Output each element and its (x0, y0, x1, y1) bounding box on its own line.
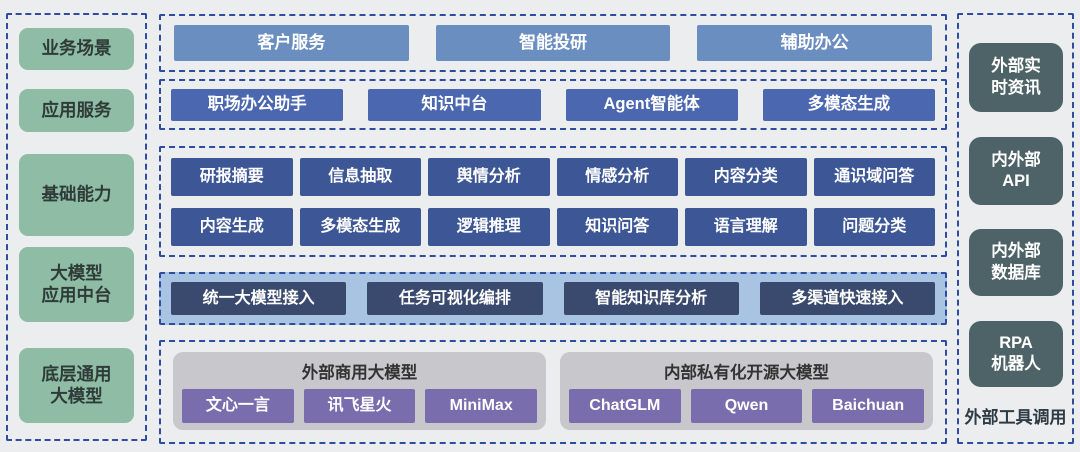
platform-box-smart-knowledge-analysis: 智能知识库分析 (563, 282, 739, 315)
left-layer-column: 业务场景 应用服务 基础能力 大模型 应用中台 底层通用 大模型 (6, 13, 147, 441)
external-tools-label: 外部工具调用 (964, 408, 1067, 427)
scenario-box-customer-service: 客户服务 (174, 25, 409, 61)
capability-row-1: 研报摘要 信息抽取 舆情分析 情感分析 内容分类 通识域问答 (171, 157, 935, 196)
tool-box-internal-external-api: 内外部 API (969, 137, 1063, 205)
section-foundation-models: 外部商用大模型 文心一言 讯飞星火 MiniMax 内部私有化开源大模型 Cha… (159, 340, 947, 444)
capability-box-language-understanding: 语言理解 (685, 207, 807, 246)
model-row: ChatGLM Qwen Baichuan (569, 389, 925, 423)
section-application-services: 职场办公助手 知识中台 Agent智能体 多模态生成 (159, 79, 947, 130)
capability-box-sentiment-analysis: 情感分析 (556, 157, 678, 196)
capability-box-content-classification: 内容分类 (685, 157, 807, 196)
capability-box-knowledge-qa: 知识问答 (556, 207, 678, 246)
right-tools-column: 外部实 时资讯 内外部 API 内外部 数据库 RPA 机器人 外部工具调用 (957, 13, 1074, 444)
model-row: 文心一言 讯飞星火 MiniMax (182, 389, 538, 423)
service-box-workplace-assistant: 职场办公助手 (171, 88, 344, 121)
tool-box-internal-external-database: 内外部 数据库 (969, 229, 1063, 296)
tool-box-external-realtime-news: 外部实 时资讯 (969, 43, 1063, 112)
platform-box-unified-model-access: 统一大模型接入 (171, 282, 347, 315)
capability-box-logical-reasoning: 逻辑推理 (428, 207, 550, 246)
layer-basic-capabilities: 基础能力 (19, 154, 134, 236)
capability-box-multimodal-generation: 多模态生成 (299, 207, 421, 246)
section-basic-capabilities: 研报摘要 信息抽取 舆情分析 情感分析 内容分类 通识域问答 内容生成 多模态生… (159, 146, 947, 257)
model-group-title: 外部商用大模型 (301, 363, 418, 382)
model-group-internal-opensource: 内部私有化开源大模型 ChatGLM Qwen Baichuan (560, 352, 933, 430)
section-llm-middle-platform: 统一大模型接入 任务可视化编排 智能知识库分析 多渠道快速接入 (159, 272, 947, 325)
capability-box-info-extraction: 信息抽取 (299, 157, 421, 196)
capability-row-2: 内容生成 多模态生成 逻辑推理 知识问答 语言理解 问题分类 (171, 207, 935, 246)
layer-business-scenarios: 业务场景 (19, 28, 134, 70)
model-group-external-commercial: 外部商用大模型 文心一言 讯飞星火 MiniMax (173, 352, 546, 430)
model-box-baichuan: Baichuan (812, 389, 925, 423)
platform-box-multichannel-access: 多渠道快速接入 (759, 282, 935, 315)
tool-box-rpa-robot: RPA 机器人 (969, 321, 1063, 387)
service-box-agent: Agent智能体 (565, 88, 738, 121)
scenario-box-office-assist: 辅助办公 (697, 25, 933, 61)
main-area: 客户服务 智能投研 辅助办公 职场办公助手 知识中台 Agent智能体 多模态生… (159, 0, 947, 452)
capability-box-opinion-analysis: 舆情分析 (428, 157, 550, 196)
model-box-qwen: Qwen (690, 389, 803, 423)
capability-box-question-classification: 问题分类 (813, 207, 935, 246)
model-group-title: 内部私有化开源大模型 (664, 363, 829, 382)
capability-box-report-summary: 研报摘要 (171, 157, 293, 196)
model-box-spark: 讯飞星火 (303, 389, 416, 423)
scenario-box-smart-research: 智能投研 (435, 25, 671, 61)
section-business-scenarios: 客户服务 智能投研 辅助办公 (159, 14, 947, 72)
model-box-minimax: MiniMax (425, 389, 538, 423)
platform-box-visual-task-orchestration: 任务可视化编排 (367, 282, 543, 315)
layer-foundation-models: 底层通用 大模型 (19, 348, 134, 423)
service-box-knowledge-platform: 知识中台 (368, 88, 541, 121)
service-box-multimodal-generation: 多模态生成 (762, 88, 935, 121)
model-box-chatglm: ChatGLM (569, 389, 681, 423)
layer-llm-middle-platform: 大模型 应用中台 (19, 247, 134, 322)
capability-box-content-generation: 内容生成 (171, 207, 293, 246)
layer-application-services: 应用服务 (19, 89, 134, 132)
model-box-ernie: 文心一言 (182, 389, 294, 423)
capability-box-general-qa: 通识域问答 (813, 157, 935, 196)
